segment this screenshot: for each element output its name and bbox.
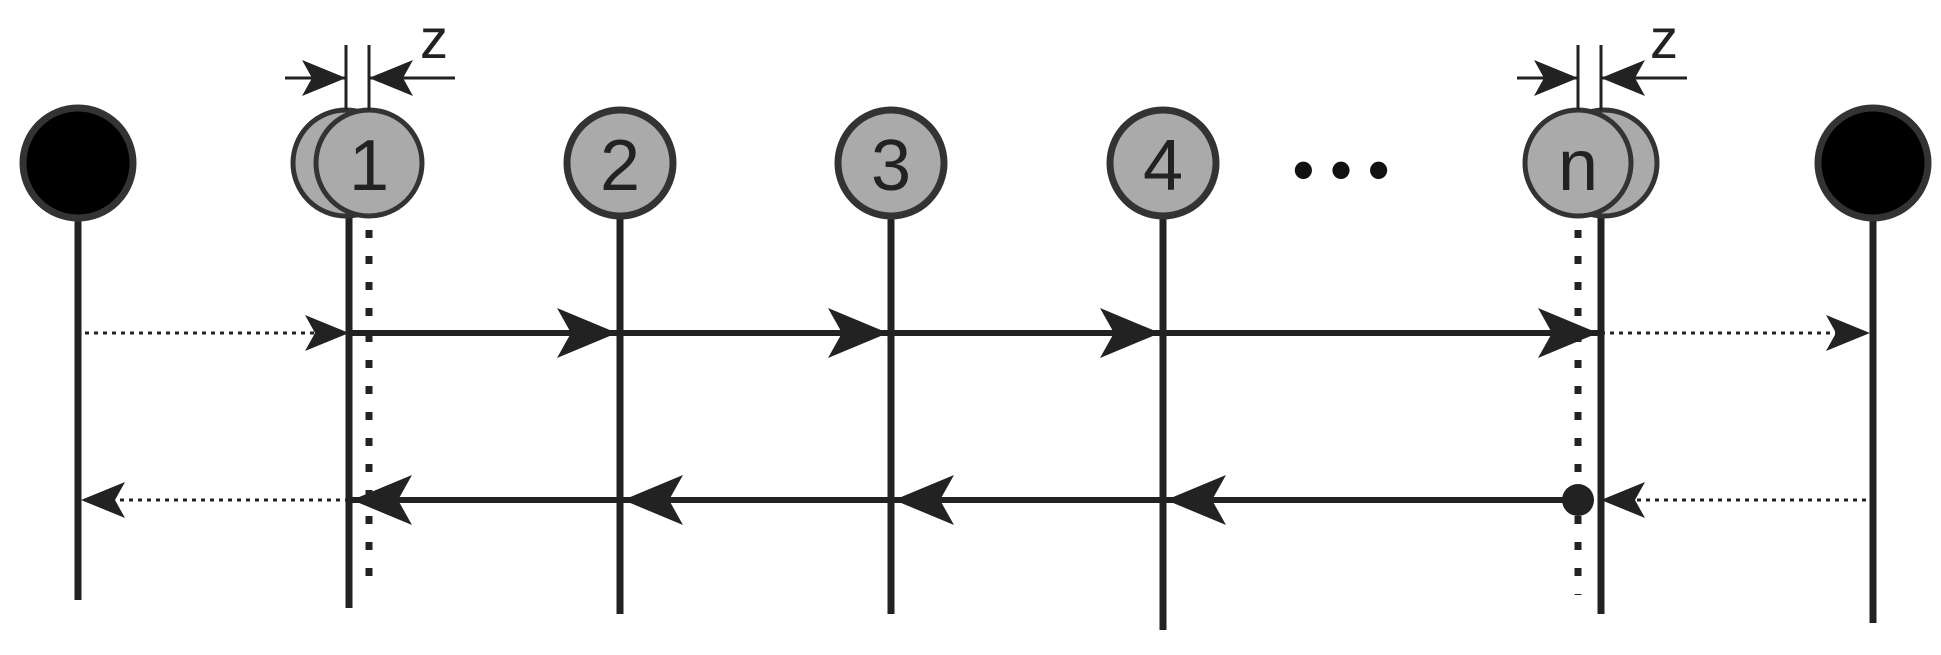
- node-2-label: 2: [600, 126, 640, 206]
- node-1-label: 1: [349, 126, 389, 206]
- left-end-node: [19, 104, 137, 600]
- node-4: 4: [1106, 106, 1220, 630]
- dimension-left-label: z: [420, 7, 448, 70]
- backward-origin-dot: [1562, 484, 1594, 516]
- ellipsis: • • •: [1293, 136, 1389, 203]
- right-end-node: [1814, 104, 1932, 623]
- node-n: n: [1522, 107, 1660, 614]
- node-2: 2: [563, 106, 677, 614]
- node-3: 3: [834, 106, 948, 614]
- dimension-left: z: [285, 7, 455, 110]
- node-n-label: n: [1558, 126, 1598, 206]
- node-4-label: 4: [1143, 126, 1183, 206]
- dimension-right: z: [1517, 7, 1687, 110]
- node-1: 1: [290, 107, 425, 608]
- dimension-right-label: z: [1650, 7, 1678, 70]
- node-3-label: 3: [871, 126, 911, 206]
- backward-row: [81, 475, 1866, 525]
